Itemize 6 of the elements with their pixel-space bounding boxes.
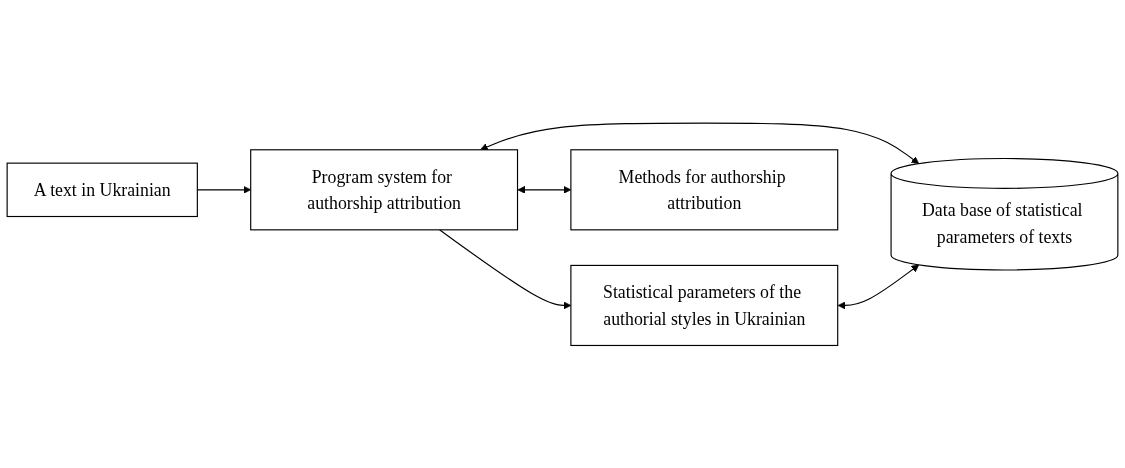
- node-box: A text in Ukrainian: [6, 162, 198, 217]
- node-box: Methods for authorship attribution: [570, 148, 839, 231]
- node-box: Program system for authorship attribution: [250, 148, 519, 231]
- node-box: Statistical parameters of the authorial styles in Ukrainian: [570, 264, 839, 346]
- arrow: [837, 264, 920, 310]
- arrow: [480, 122, 920, 164]
